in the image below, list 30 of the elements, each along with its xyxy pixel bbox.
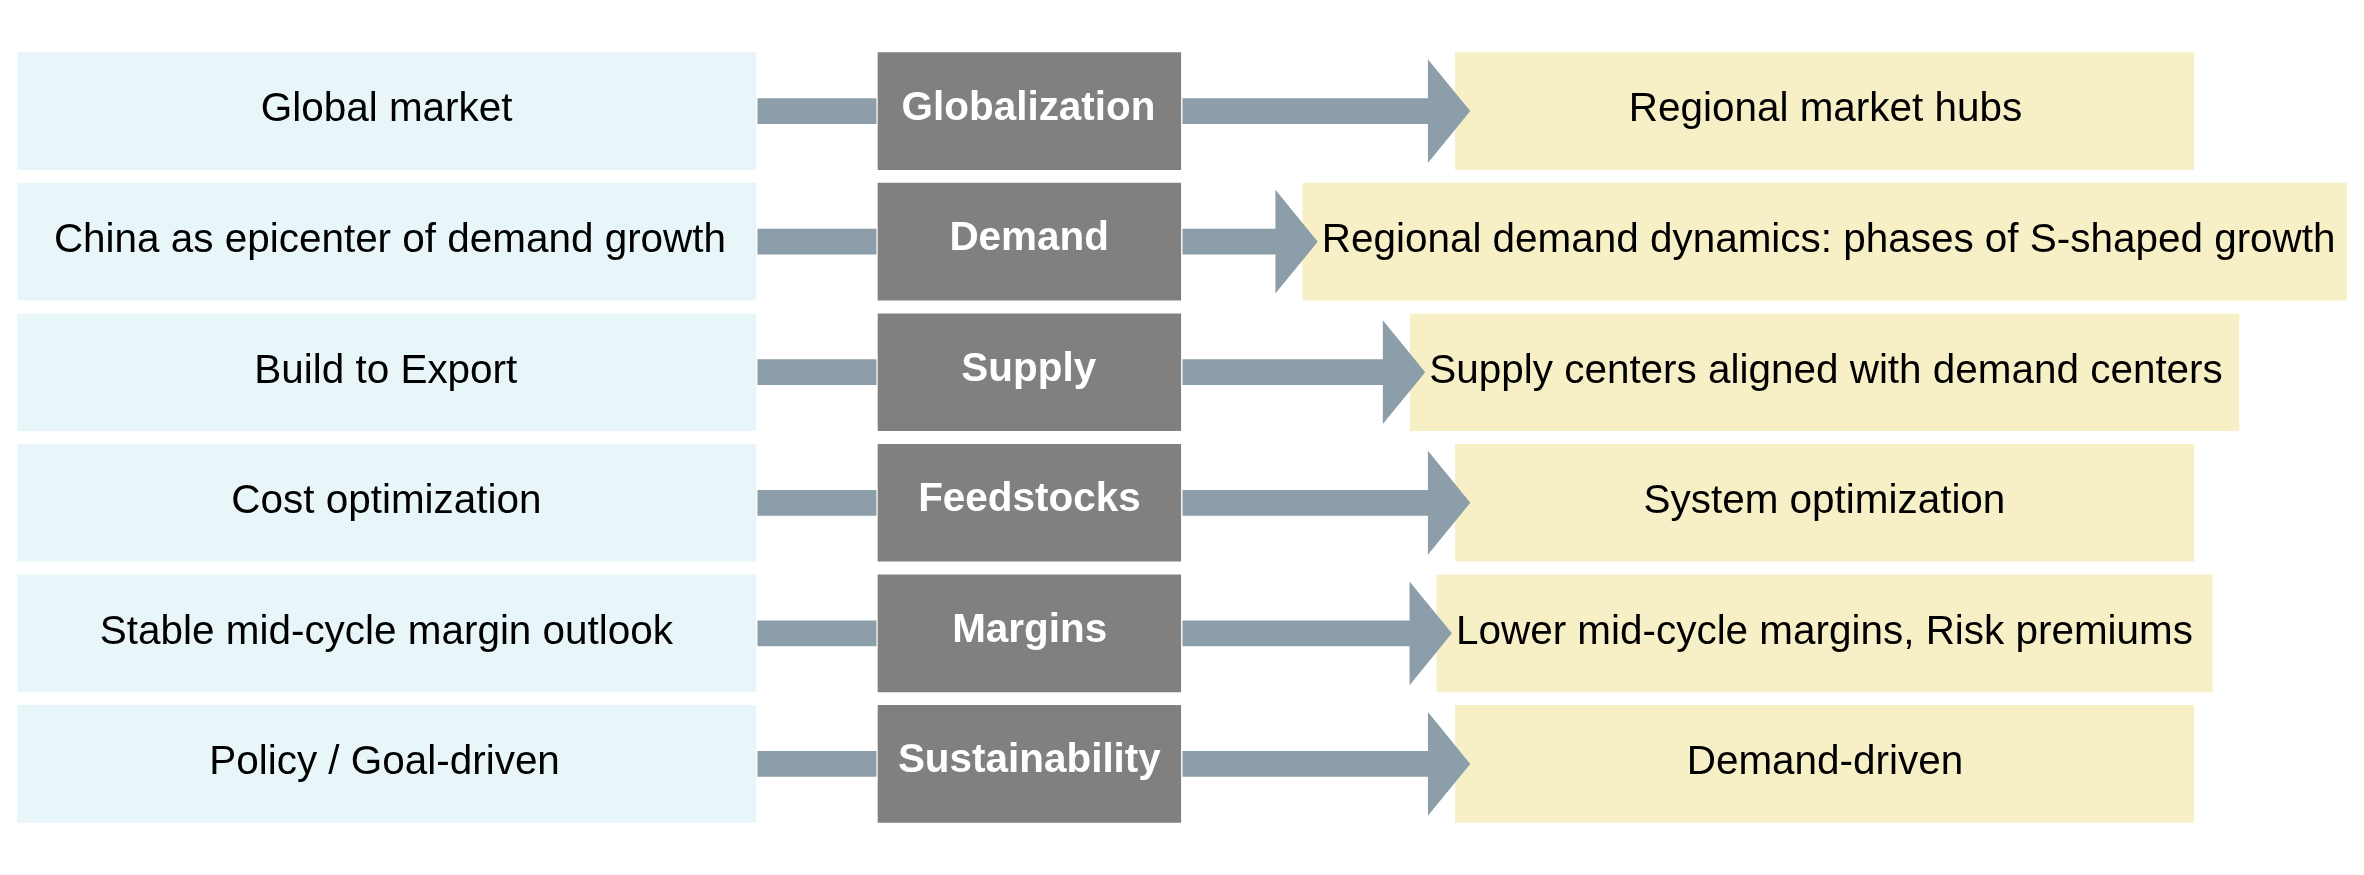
- node-box: Global market: [15, 50, 759, 172]
- connector: [757, 359, 877, 386]
- node-box: China as epicenter of demand growth: [15, 181, 759, 303]
- arrow: [1182, 320, 1426, 425]
- node-box: Margins: [875, 572, 1183, 694]
- node-box: Policy / Goal-driven: [15, 703, 759, 825]
- arrow: [1182, 189, 1318, 294]
- node-box: Cost optimization: [15, 442, 759, 564]
- connector: [757, 228, 877, 255]
- arrow: [1182, 581, 1452, 686]
- node-box: Regional demand dynamics: phases of S-shaped growth: [1300, 181, 2349, 303]
- connector: [757, 98, 877, 124]
- node-box: Supply: [875, 311, 1183, 433]
- arrow: [1182, 712, 1471, 816]
- node-box: Stable mid-cycle margin outlook: [15, 572, 759, 694]
- arrow: [1182, 450, 1471, 555]
- node-box: Demand-driven: [1453, 703, 2197, 825]
- node-box: Sustainability: [875, 703, 1183, 825]
- node-box: Feedstocks: [875, 442, 1183, 564]
- arrow: [1182, 59, 1471, 163]
- connector: [757, 620, 877, 647]
- node-box: Supply centers aligned with demand centers: [1408, 311, 2242, 433]
- node-box: Lower mid-cycle margins, Risk premiums: [1434, 572, 2215, 694]
- connector: [757, 489, 877, 516]
- node-box: Globalization: [875, 50, 1183, 172]
- node-box: Demand: [875, 181, 1183, 303]
- node-box: System optimization: [1453, 442, 2197, 564]
- node-box: Build to Export: [15, 311, 759, 433]
- connector: [757, 751, 877, 777]
- node-box: Regional market hubs: [1453, 50, 2197, 172]
